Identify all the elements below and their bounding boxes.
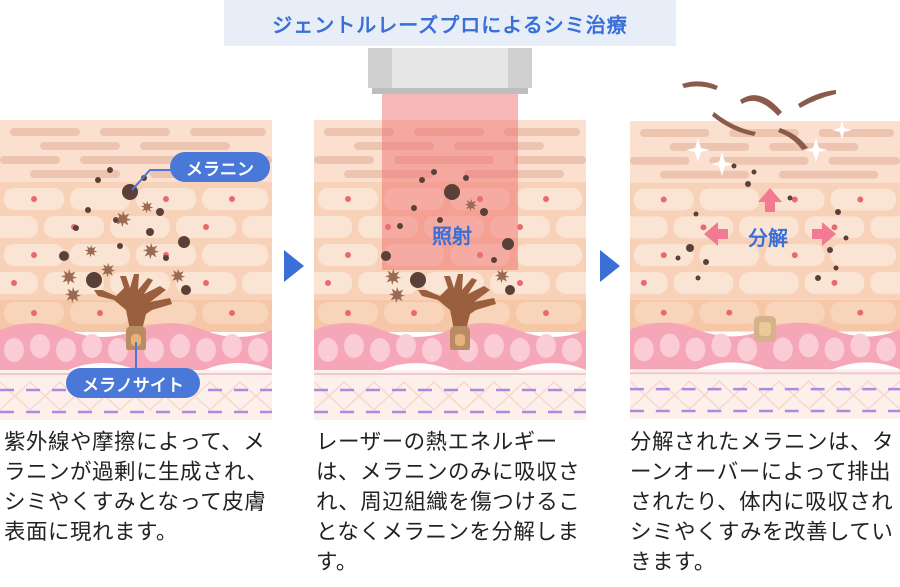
description-decomposition: 分解されたメラニンは、ターンオーバーによって排出されたり、体内に吸収されシミやく… — [630, 430, 895, 575]
skin-illustration-formation — [0, 120, 272, 420]
label-decompose: 分解 — [748, 226, 788, 250]
label-irradiation: 照射 — [432, 224, 472, 248]
label-melanin: メラニン — [170, 152, 270, 182]
laser-device-icon — [368, 48, 532, 94]
panel-irradiation: 照射 — [314, 48, 586, 420]
skin-illustration-irradiation — [314, 48, 586, 420]
label-melanocyte: メラノサイト — [66, 368, 200, 398]
laser-beam — [382, 94, 518, 270]
description-formation: 紫外線や摩擦によって、メラニンが過剰に生成され、シミやくすみとなって皮膚表面に現… — [4, 430, 269, 545]
skin-illustration-decomposition — [630, 81, 900, 420]
chevron-right-icon — [600, 250, 620, 282]
label-melanin-text: メラニン — [186, 159, 254, 180]
panel-decomposition: 分解 — [630, 72, 900, 420]
dispersion-arrows-icon — [704, 188, 836, 246]
shedding-flakes-icon — [682, 81, 836, 150]
sparkle-icon — [686, 120, 852, 176]
page-title: ジェントルレーズプロによるシミ治療 — [272, 12, 628, 37]
title-banner: ジェントルレーズプロによるシミ治療 — [224, 0, 676, 46]
chevron-right-icon — [284, 250, 304, 282]
label-melanocyte-text: メラノサイト — [82, 375, 184, 396]
description-irradiation: レーザーの熱エネルギーは、メラニンのみに吸収され、周辺組織を傷つけることなくメラ… — [316, 430, 581, 575]
panel-formation: メラニン メラノサイト — [0, 120, 272, 420]
